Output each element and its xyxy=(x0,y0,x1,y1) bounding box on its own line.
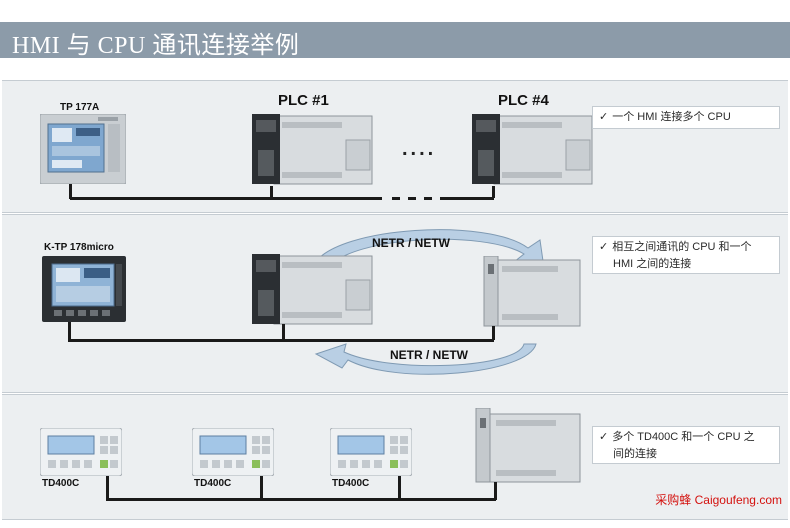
cpu-td-device xyxy=(475,408,581,483)
bus-dash-1 xyxy=(392,197,400,200)
td400c-label-3: TD400C xyxy=(332,478,370,489)
tp177a-label: TP 177A xyxy=(60,102,100,113)
bus-drop-hmi xyxy=(69,184,72,199)
plc-4-label: PLC #4 xyxy=(498,92,549,109)
plc-4-device xyxy=(472,114,593,185)
note-text: 一个 HMI 连接多个 CPU xyxy=(612,111,731,123)
bus-drop-plc4 xyxy=(492,186,495,198)
td400c-device-3 xyxy=(330,428,412,476)
td400c-device-1 xyxy=(40,428,122,476)
note-panel-one: ✓一个 HMI 连接多个 CPU xyxy=(592,106,780,129)
ellipsis: .... xyxy=(402,138,437,160)
note-line-2: HMI 之间的连接 xyxy=(613,258,692,270)
bus-dash-2 xyxy=(408,197,416,200)
check-icon: ✓ xyxy=(599,241,609,253)
bus-drop-td3 xyxy=(398,476,401,500)
page-title: HMI 与 CPU 通讯连接举例 xyxy=(12,33,300,59)
plc-1-label: PLC #1 xyxy=(278,92,329,109)
watermark: 采购蜂 Caigoufeng.com xyxy=(655,493,782,507)
plc-1-device xyxy=(252,114,373,185)
note-line-1: 多个 TD400C 和一个 CPU 之 xyxy=(612,431,755,443)
netr-netw-label-bottom: NETR / NETW xyxy=(390,348,468,362)
cpu-b-device xyxy=(483,256,581,327)
ktp178micro-hmi-device xyxy=(42,256,126,322)
bus-drop-ktp xyxy=(68,322,71,340)
note-line-1: 相互之间通讯的 CPU 和一个 xyxy=(612,241,752,253)
bus-drop-td1 xyxy=(106,476,109,500)
ktp178micro-label: K-TP 178micro xyxy=(44,242,114,253)
cpu-a-device xyxy=(252,254,373,325)
bus-dash-3 xyxy=(424,197,432,200)
note-line-2: 间的连接 xyxy=(613,448,657,460)
bus-drop-td2 xyxy=(260,476,263,500)
netr-netw-arrow-bottom xyxy=(314,343,537,375)
panel-one-hmi-multiple-cpu xyxy=(2,80,788,213)
note-panel-three: ✓多个 TD400C 和一个 CPU 之 间的连接 xyxy=(592,426,780,464)
tp177a-hmi-device xyxy=(40,114,126,184)
note-panel-two: ✓相互之间通讯的 CPU 和一个 HMI 之间的连接 xyxy=(592,236,780,274)
td400c-label-2: TD400C xyxy=(194,478,232,489)
bus-drop-cpu-td xyxy=(494,482,497,500)
bus-drop-cpu-b xyxy=(492,326,495,340)
bus-line-panel-three xyxy=(106,498,496,501)
bus-line-left xyxy=(70,197,382,200)
check-icon: ✓ xyxy=(599,111,609,123)
td400c-label-1: TD400C xyxy=(42,478,80,489)
netr-netw-label-top: NETR / NETW xyxy=(372,236,450,250)
bus-line-right xyxy=(440,197,494,200)
bus-drop-cpu-a xyxy=(282,324,285,340)
page-header: HMI 与 CPU 通讯连接举例 xyxy=(0,22,790,59)
check-icon: ✓ xyxy=(599,431,609,443)
bus-line-panel-two xyxy=(68,339,494,342)
td400c-device-2 xyxy=(192,428,274,476)
bus-drop-plc1 xyxy=(270,186,273,198)
